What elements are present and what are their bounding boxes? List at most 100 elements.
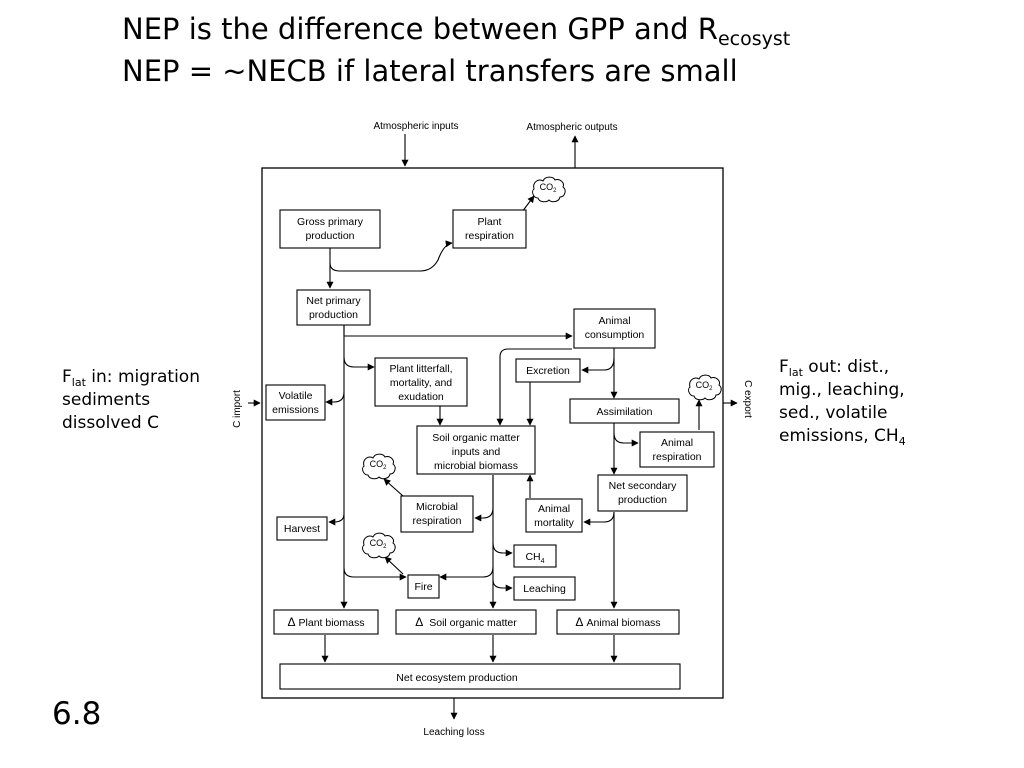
svg-text:Plant litterfall,: Plant litterfall, <box>389 363 452 375</box>
svg-text:Animal: Animal <box>538 503 570 515</box>
plant-litterfall-box: Plant litterfall, mortality, and exudati… <box>374 357 468 407</box>
svg-text:CO2: CO2 <box>696 380 714 392</box>
fire-co2-cloud: CO2 <box>362 532 396 559</box>
animal-consumption-box: Animal consumption <box>573 308 656 349</box>
svg-text:Gross primary: Gross primary <box>297 216 364 228</box>
lateral-inputs-line-1: Flat in: migration <box>62 367 200 389</box>
svg-text:production: production <box>618 494 667 506</box>
npp-to-volatile-emissions-arrow <box>325 391 345 406</box>
svg-text:Harvest: Harvest <box>284 523 320 535</box>
svg-text:mortality, and: mortality, and <box>390 377 452 389</box>
net-secondary-to-animal-mortality-arrow <box>583 511 615 526</box>
atmospheric-inputs-label: Atmospheric inputs <box>373 121 458 132</box>
ch4-box: CH4 <box>513 544 557 568</box>
svg-text:Leaching: Leaching <box>523 583 566 595</box>
net-ecosystem-production-box: Net ecosystem production <box>279 663 681 690</box>
animal-respiration-box: Animal respiration <box>639 431 715 468</box>
svg-text:Soil organic matter: Soil organic matter <box>432 432 520 444</box>
c-import-label: C import <box>232 390 243 428</box>
excretion-box: Excretion <box>515 358 581 383</box>
animal-mortality-box: Animal mortality <box>525 498 583 533</box>
microbial-respiration-co2-arrow <box>383 478 404 497</box>
assimilation-box: Assimilation <box>569 398 680 424</box>
svg-text:Volatile: Volatile <box>279 390 313 402</box>
leaching-loss-label: Leaching loss <box>423 727 484 738</box>
atmospheric-outputs-label: Atmospheric outputs <box>526 122 617 133</box>
soil-om-to-leaching-arrow <box>492 579 513 592</box>
svg-text:respiration: respiration <box>465 230 514 242</box>
svg-text:respiration: respiration <box>652 451 701 463</box>
title-line-1-text: NEP is the difference between GPP and R <box>122 12 718 46</box>
lateral-outputs-line-4: emissions, CH4 <box>779 426 906 448</box>
lateral-inputs-line-2: sediments <box>62 390 151 410</box>
svg-text:production: production <box>305 230 354 242</box>
soil-organic-matter-inputs-box: Soil organic matter inputs and microbial… <box>416 425 536 475</box>
lateral-inputs-note: Flat in: migration sediments dissolved C <box>62 366 200 435</box>
plant-respiration-co2-cloud: CO2 <box>532 176 566 203</box>
lateral-outputs-line-3: sed., volatile <box>779 403 888 423</box>
svg-text:exudation: exudation <box>398 391 444 403</box>
svg-text:mortality: mortality <box>534 517 574 529</box>
ecosystem-boundary <box>261 167 724 699</box>
svg-text:microbial biomass: microbial biomass <box>434 460 518 472</box>
lateral-outputs-note: Flat out: dist., mig., leaching, sed., v… <box>779 356 906 448</box>
plant-respiration-box: Plant respiration <box>452 209 527 249</box>
svg-text:Excretion: Excretion <box>526 365 570 377</box>
svg-text:respiration: respiration <box>412 515 461 527</box>
plant-respiration-co2-arrow <box>521 195 535 213</box>
volatile-emissions-box: Volatile emissions <box>265 384 326 421</box>
fire-box: Fire <box>407 574 440 599</box>
npp-to-harvest-arrow <box>328 513 345 526</box>
svg-text:CO2: CO2 <box>370 459 388 471</box>
svg-text:CH4: CH4 <box>525 551 544 565</box>
c-export-label: C export <box>742 380 753 418</box>
lateral-outputs-line-1: Flat out: dist., <box>779 357 890 379</box>
slide-title-line-1: NEP is the difference between GPP and Re… <box>122 12 790 49</box>
soil-om-to-microbial-respiration-arrow <box>474 475 494 522</box>
svg-text:Net primary: Net primary <box>306 295 361 307</box>
npp-to-litterfall-arrow <box>343 356 375 371</box>
svg-text:emissions: emissions <box>272 404 319 416</box>
title-subscript: ecosyst <box>717 28 791 50</box>
lateral-inputs-line-3: dissolved C <box>62 413 159 433</box>
flow-arrows <box>248 134 738 720</box>
assimilation-to-excretion-arrow <box>581 357 615 374</box>
net-secondary-production-box: Net secondary production <box>597 474 688 512</box>
svg-text:inputs and: inputs and <box>452 446 501 458</box>
fire-co2-arrow <box>384 556 404 575</box>
soil-om-to-ch4-arrow <box>492 542 513 557</box>
svg-text:Plant: Plant <box>478 216 502 228</box>
animal-respiration-co2-cloud: CO2 <box>688 374 722 401</box>
svg-text:consumption: consumption <box>585 329 645 341</box>
microbial-respiration-box: Microbial respiration <box>400 495 474 533</box>
svg-text:CO2: CO2 <box>540 182 558 194</box>
net-primary-production-box: Net primary production <box>296 289 371 326</box>
npp-to-fire-arrow <box>343 567 407 581</box>
svg-text:Animal: Animal <box>661 437 693 449</box>
svg-text:Animal: Animal <box>598 315 630 327</box>
lateral-outputs-line-2: mig., leaching, <box>779 380 905 400</box>
svg-text:Fire: Fire <box>414 581 432 593</box>
soil-om-to-fire-arrow <box>439 566 494 581</box>
microbial-respiration-co2-cloud: CO2 <box>362 453 396 480</box>
svg-text:Net ecosystem production: Net ecosystem production <box>396 672 518 684</box>
svg-text:production: production <box>309 309 358 321</box>
svg-text:Net secondary: Net secondary <box>609 480 677 492</box>
svg-text:CO2: CO2 <box>370 538 388 550</box>
svg-text:Assimilation: Assimilation <box>596 406 652 418</box>
harvest-box: Harvest <box>276 516 328 541</box>
leaching-box: Leaching <box>513 576 576 601</box>
slide-title-line-2: NEP = ~NECB if lateral transfers are sma… <box>122 54 738 88</box>
svg-text:Microbial: Microbial <box>416 501 458 513</box>
slide-number: 6.8 <box>52 696 102 732</box>
npp-to-animal-consumption-arrow <box>343 325 573 340</box>
gross-primary-production-box: Gross primary production <box>279 209 381 249</box>
gpp-to-plant-respiration-arrow <box>329 240 453 272</box>
